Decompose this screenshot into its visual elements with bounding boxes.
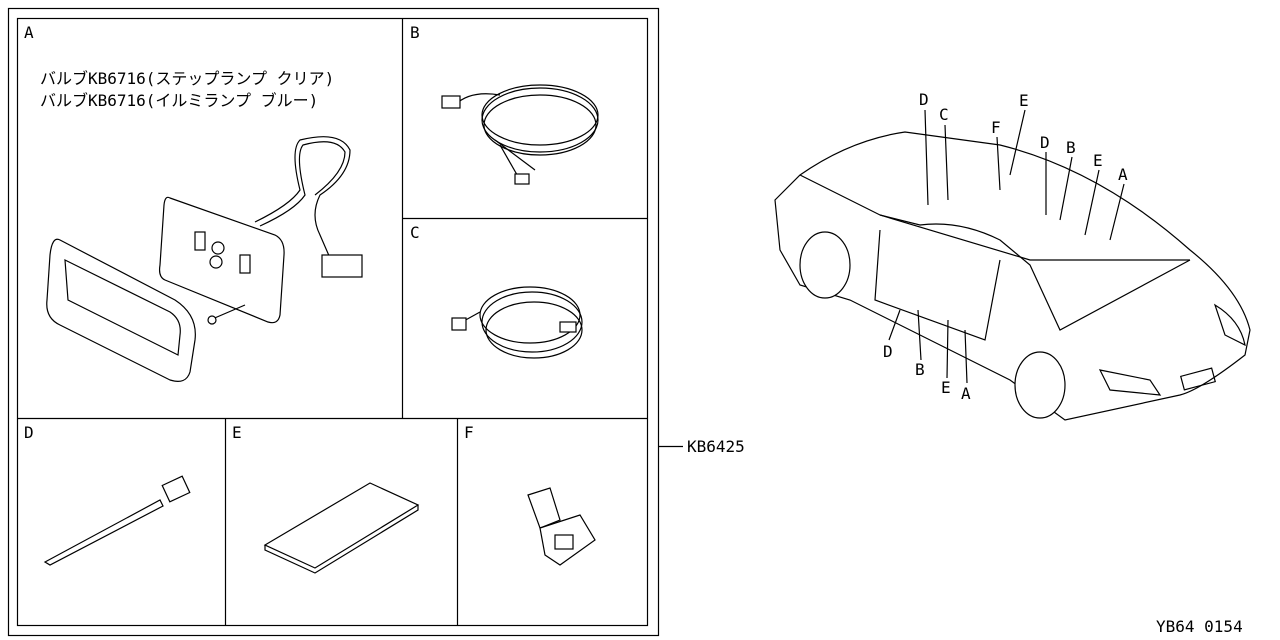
harness-b-illustration	[441, 84, 599, 185]
panel-label-f: F	[464, 423, 474, 442]
panel-label-d: D	[24, 423, 34, 442]
callout-e: E	[1019, 91, 1029, 110]
callout-d: D	[1040, 133, 1050, 152]
panel-label-e: E	[232, 423, 242, 442]
kit-part-number: KB6425	[687, 437, 745, 456]
callout-d: D	[883, 342, 893, 361]
inner-frame	[16, 17, 649, 627]
bulb-note-clear: バルブKB6716(ステップランプ クリア)	[40, 69, 334, 88]
callout-a: A	[1118, 165, 1128, 184]
panel-label-b: B	[410, 23, 420, 42]
bulb-note-blue: バルブKB6716(イルミランプ ブルー)	[40, 91, 318, 110]
callout-c: C	[939, 105, 949, 124]
diagram-code: YB64 0154	[1156, 617, 1243, 636]
adhesive-pad-illustration	[263, 482, 420, 574]
callout-b: B	[915, 360, 925, 379]
callout-b: B	[1066, 138, 1076, 157]
step-lamp-illustration	[46, 136, 363, 382]
harness-c-illustration	[451, 286, 583, 359]
outer-frame	[7, 7, 660, 637]
panel-label-c: C	[410, 223, 420, 242]
callout-f: F	[991, 118, 1001, 137]
car-illustration	[774, 131, 1251, 421]
callout-e: E	[1093, 151, 1103, 170]
splice-connector-illustration	[527, 487, 596, 566]
callout-e: E	[941, 378, 951, 397]
callout-a: A	[961, 384, 971, 403]
car-callouts: D C E F D B E A D B E A	[883, 90, 1128, 403]
callout-d: D	[919, 90, 929, 109]
cable-tie-illustration	[43, 475, 191, 566]
panel-label-a: A	[24, 23, 34, 42]
